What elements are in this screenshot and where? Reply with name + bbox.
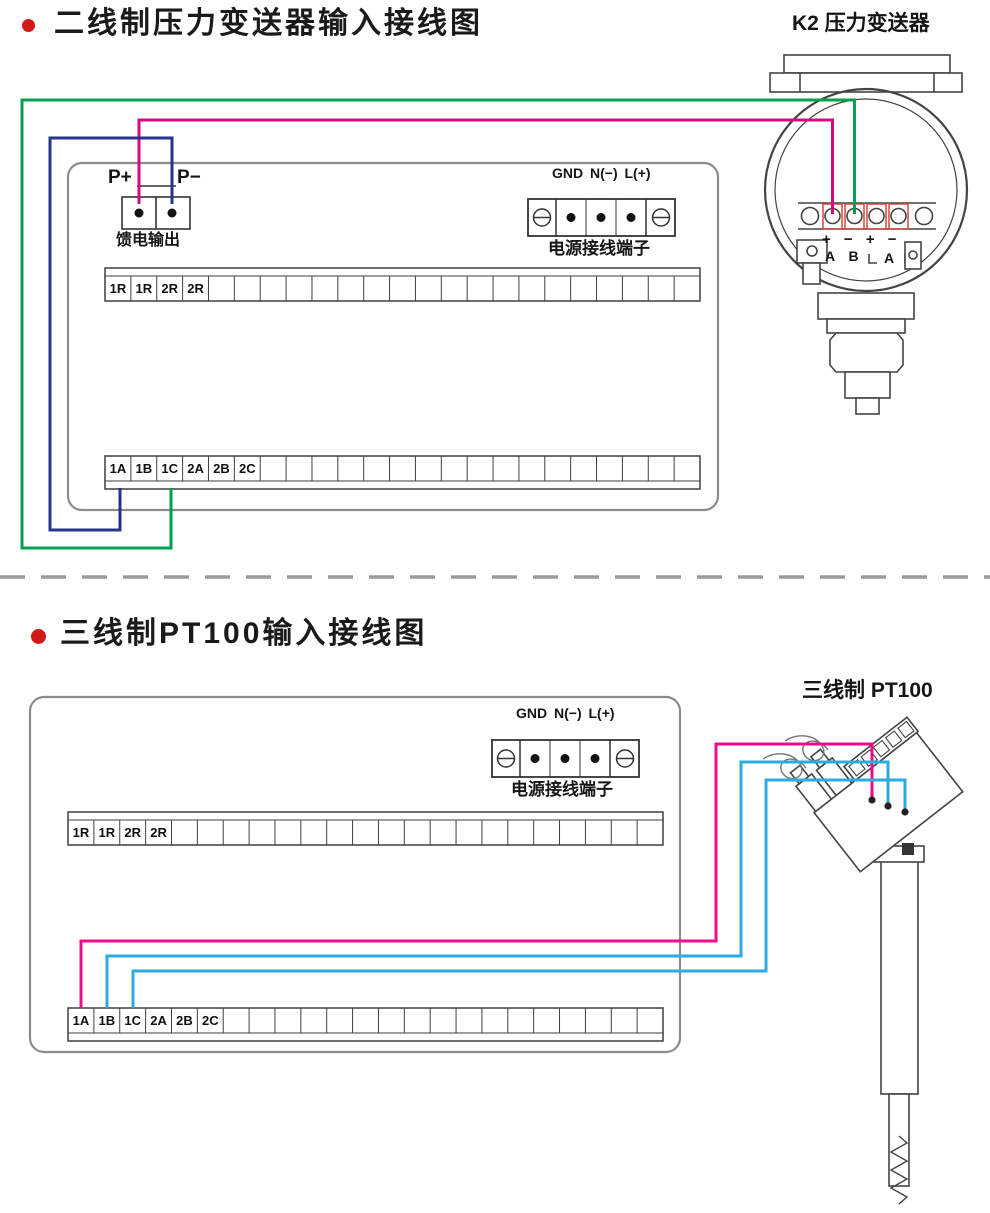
terminal-cell-label: 1B — [98, 1013, 115, 1028]
p-minus-label: P− — [177, 167, 201, 188]
transmitter-side-bracket — [796, 239, 922, 285]
power-terminal-label-2: 电源接线端子 — [511, 780, 613, 799]
power-pins-label-2: GND N(−) L(+) — [516, 705, 615, 721]
terminal-cell-label: 1C — [161, 461, 178, 476]
terminal-cell-label: 1C — [124, 1013, 141, 1028]
pt100-lead-wires — [762, 735, 829, 780]
section2-title: 三线制PT100输入接线图 — [60, 617, 428, 650]
section2-bullet — [31, 629, 46, 644]
transmitter-process-connection — [817, 292, 915, 415]
p-plus-label: P+ — [108, 167, 132, 188]
transmitter-device-label: K2 压力变送器 — [792, 12, 930, 35]
strip-s1-bottom: 1A 1B 1C 2A 2B 2C — [104, 455, 701, 490]
pt100-sensor — [762, 716, 964, 1205]
feed-output-terminal — [121, 185, 191, 230]
panel-box-bottom — [28, 695, 682, 1054]
power-terminal-blocks — [491, 198, 676, 778]
transmitter-terminals — [798, 202, 936, 264]
terminal-cell-label: 1A — [110, 461, 127, 476]
section1-title: 二线制压力变送器输入接线图 — [54, 7, 483, 40]
transmitter-a2-label: A — [884, 250, 895, 266]
wire-pt100-to-1A — [79, 742, 874, 1008]
wire-transmitter-to-1C — [20, 98, 856, 550]
terminal-cell-label: 1R — [98, 825, 115, 840]
terminal-cell-label: 2B — [176, 1013, 193, 1028]
strip-s1-top: 1R 1R 2R 2R — [104, 267, 701, 302]
terminal-cell-label: 2R — [161, 281, 178, 296]
terminal-cell-label: 1B — [135, 461, 152, 476]
transmitter-ab-label: A B — [825, 248, 859, 264]
transmitter-flange — [769, 54, 963, 93]
power-pin-dot — [590, 754, 600, 763]
panel-box-top — [66, 161, 720, 512]
pt100-connection-dots — [868, 796, 909, 816]
terminal-cell-label: 2B — [213, 461, 230, 476]
terminal-cell-label: 2A — [187, 461, 204, 476]
terminal-cell-label: 2A — [150, 1013, 167, 1028]
power-pin-dot — [596, 213, 606, 222]
power-terminal-label-1: 电源接线端子 — [548, 239, 650, 258]
pressure-transmitter — [763, 54, 969, 415]
pt100-device-label: 三线制 PT100 — [802, 679, 933, 702]
pt100-spring — [889, 1135, 909, 1205]
transmitter-polarity-label: + − + − — [822, 231, 897, 248]
wire-pplus-to-transmitter — [137, 118, 834, 214]
terminal-cell-label: 2C — [202, 1013, 219, 1028]
power-pin-dot — [566, 213, 576, 222]
pt100-head — [789, 716, 964, 873]
strip-s2-bottom: 1A 1B 1C 2A 2B 2C — [67, 1007, 664, 1042]
pt100-clamp-screw — [902, 843, 914, 855]
terminal-cell-label: 2R — [150, 825, 167, 840]
power-pin-dot — [626, 213, 636, 222]
terminal-cell-label: 1A — [73, 1013, 90, 1028]
terminal-cell-label: 2C — [239, 461, 256, 476]
wire-pminus-to-1A — [48, 136, 174, 532]
transmitter-housing-circle — [763, 87, 969, 293]
wire-pt100-to-1C — [131, 778, 907, 1008]
power-pins-label-1: GND N(−) L(+) — [552, 165, 651, 181]
power-block-1 — [527, 198, 676, 237]
strip-s2-top: 1R 1R 2R 2R — [67, 811, 664, 846]
terminal-cell-label: 2R — [124, 825, 141, 840]
power-pin-dot — [530, 754, 540, 763]
pt100-probe — [880, 855, 919, 1205]
terminal-cell-label: 2R — [187, 281, 204, 296]
terminal-cell-label: 1R — [135, 281, 152, 296]
wire-pt100-to-1B — [105, 760, 890, 1008]
power-pin-dot — [560, 754, 570, 763]
wires-section2 — [79, 742, 907, 1008]
section1-bullet — [22, 19, 35, 32]
wires-section1 — [20, 98, 856, 550]
power-block-2 — [491, 739, 640, 778]
feed-output-label: 馈电输出 — [116, 232, 181, 249]
terminal-strips: 1R 1R 2R 2R 1A 1B 1C 2A 2B 2C 1R 1R 2R 2R 1A 1B 1C 2A 2B 2C — [67, 267, 701, 1042]
terminal-cell-label: 1R — [110, 281, 127, 296]
terminal-cell-label: 1R — [73, 825, 90, 840]
